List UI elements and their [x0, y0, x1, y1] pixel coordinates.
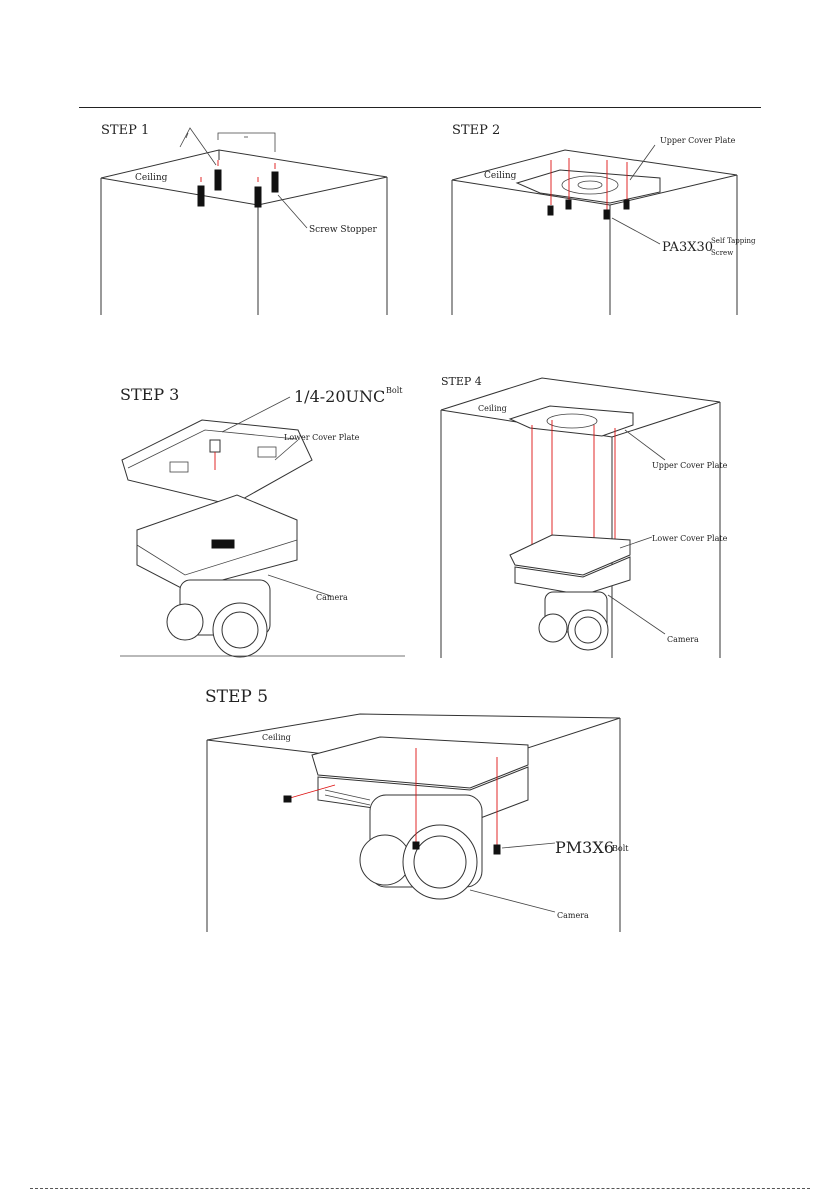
- camera-lens: [222, 612, 258, 648]
- step-5-leader-bolt: [502, 843, 555, 848]
- step-3-panel: STEP 3 1/4-20UNC Bolt Lower Cover Plate …: [120, 385, 405, 657]
- camera-side-knob: [167, 604, 203, 640]
- pm3x6-bolt-icon: [284, 796, 291, 802]
- bolt-icon: [210, 440, 220, 452]
- camera-lens: [414, 836, 466, 888]
- step-3-bolt-code: 1/4-20UNC: [294, 387, 385, 406]
- step-1-ceiling-label: Ceiling: [135, 173, 168, 183]
- footer-rule: [30, 1188, 810, 1189]
- step-3-title: STEP 3: [120, 385, 179, 404]
- camera-side-knob: [360, 835, 410, 885]
- camera-base-label-plate: [212, 540, 234, 548]
- step-5-panel: STEP 5 Ceiling PM3X6 Bolt Camera: [205, 687, 629, 932]
- step-5-camera-label: Camera: [557, 911, 589, 920]
- step-2-screw-desc-1: Self Tapping: [711, 237, 756, 245]
- step-1-leader: [278, 195, 307, 228]
- step-2-ceiling-label: Ceiling: [484, 171, 517, 181]
- step-1-panel: STEP 1 Ceiling Screw Stopper: [101, 123, 387, 315]
- step-5-bolt-code: PM3X6: [555, 838, 614, 857]
- step-2-panel: STEP 2 Ceiling Upper Cover Plate PA3X30 …: [452, 123, 756, 315]
- step-1-dim-right: [218, 133, 275, 152]
- step-2-title: STEP 2: [452, 123, 500, 138]
- step-2-upper-cover-plate-label: Upper Cover Plate: [660, 136, 736, 145]
- camera-side-knob: [539, 614, 567, 642]
- step-5-bolt-desc: Bolt: [612, 844, 629, 853]
- step-4-leader-upper: [625, 430, 665, 460]
- self-tapping-screw-icon: [624, 200, 629, 209]
- step-3-lower-cover-plate-label: Lower Cover Plate: [284, 433, 360, 442]
- step-4-title: STEP 4: [441, 375, 482, 388]
- step-3-camera-label: Camera: [316, 593, 348, 602]
- screw-stopper-icon: [215, 170, 221, 190]
- step-2-screw-desc-2: Screw: [711, 249, 733, 257]
- step-3-bolt-desc: Bolt: [386, 386, 403, 395]
- step-5-title: STEP 5: [205, 687, 268, 707]
- pm3x6-bolt-icon: [494, 845, 500, 854]
- step-4-camera-label: Camera: [667, 635, 699, 644]
- step-5-ceiling-label: Ceiling: [262, 733, 291, 742]
- self-tapping-screw-icon: [566, 200, 571, 209]
- camera-lens: [575, 617, 601, 643]
- step-1-screw-stopper-label: Screw Stopper: [309, 225, 377, 235]
- step-2-leader-screw: [612, 218, 660, 244]
- step-2-screw-code: PA3X30: [662, 240, 713, 255]
- step-1-drill-marks: [201, 160, 275, 182]
- screw-stopper-icon: [272, 172, 278, 192]
- step-4-panel: STEP 4 Ceiling Upper Cover Plate Lower C…: [441, 375, 728, 658]
- step-1-dim-left: [180, 128, 216, 165]
- step-4-lower-cover-plate-label: Lower Cover Plate: [652, 534, 728, 543]
- pm3x6-bolt-icon: [413, 842, 419, 849]
- screw-stopper-icon: [255, 187, 261, 207]
- screw-stopper-icon: [198, 186, 204, 206]
- step-4-upper-cover-plate-label: Upper Cover Plate: [652, 461, 728, 470]
- step-4-leader-camera: [608, 595, 665, 634]
- step-5-leader-camera: [470, 890, 555, 912]
- self-tapping-screw-icon: [604, 210, 609, 219]
- step-1-title: STEP 1: [101, 123, 149, 138]
- self-tapping-screw-icon: [548, 206, 553, 215]
- step-4-ceiling-label: Ceiling: [478, 404, 507, 413]
